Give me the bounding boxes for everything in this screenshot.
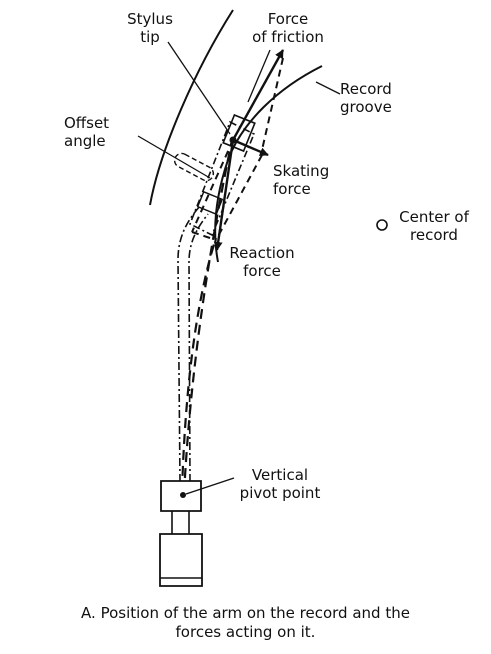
tonearm-tube-right xyxy=(189,214,208,482)
reaction-force-arrow xyxy=(213,140,233,251)
reaction-dashed-bottom xyxy=(192,232,216,240)
headshell-outline xyxy=(190,122,254,235)
center-of-record-marker xyxy=(376,219,388,231)
cartridge-body xyxy=(223,115,255,151)
offset-angle-leader xyxy=(138,136,210,178)
pivot-to-stylus-line xyxy=(184,140,232,494)
reaction-force-line xyxy=(182,238,216,492)
resultant-dashed-lower xyxy=(216,155,262,240)
force-of-friction-arrow xyxy=(233,49,283,140)
label-center-of-record: Center of record xyxy=(399,208,469,244)
force-of-friction-leader xyxy=(248,50,270,102)
label-reaction-force: Reaction force xyxy=(229,244,295,280)
record-edge-arc xyxy=(150,10,233,205)
label-vertical-pivot-point: Vertical pivot point xyxy=(239,466,321,502)
tonearm-tube-left xyxy=(178,206,200,482)
reaction-dashed-left xyxy=(192,140,233,232)
label-skating-force: Skating force xyxy=(273,162,330,198)
label-offset-angle: Offset angle xyxy=(64,114,110,150)
figure-caption: A. Position of the arm on the record and… xyxy=(81,604,410,641)
stylus-tip-leader xyxy=(168,42,230,134)
resultant-dashed-right xyxy=(262,58,283,150)
label-record-groove: Record groove xyxy=(340,80,392,116)
skating-force-arrow xyxy=(233,140,269,155)
vertical-pivot-dot xyxy=(180,492,186,498)
record-groove-leader xyxy=(316,82,340,94)
label-stylus-tip: Stylus tip xyxy=(127,10,173,46)
stylus-tip-dot xyxy=(229,136,237,144)
label-force-of-friction: Force of friction xyxy=(252,10,324,46)
pivot-leader xyxy=(186,478,234,494)
